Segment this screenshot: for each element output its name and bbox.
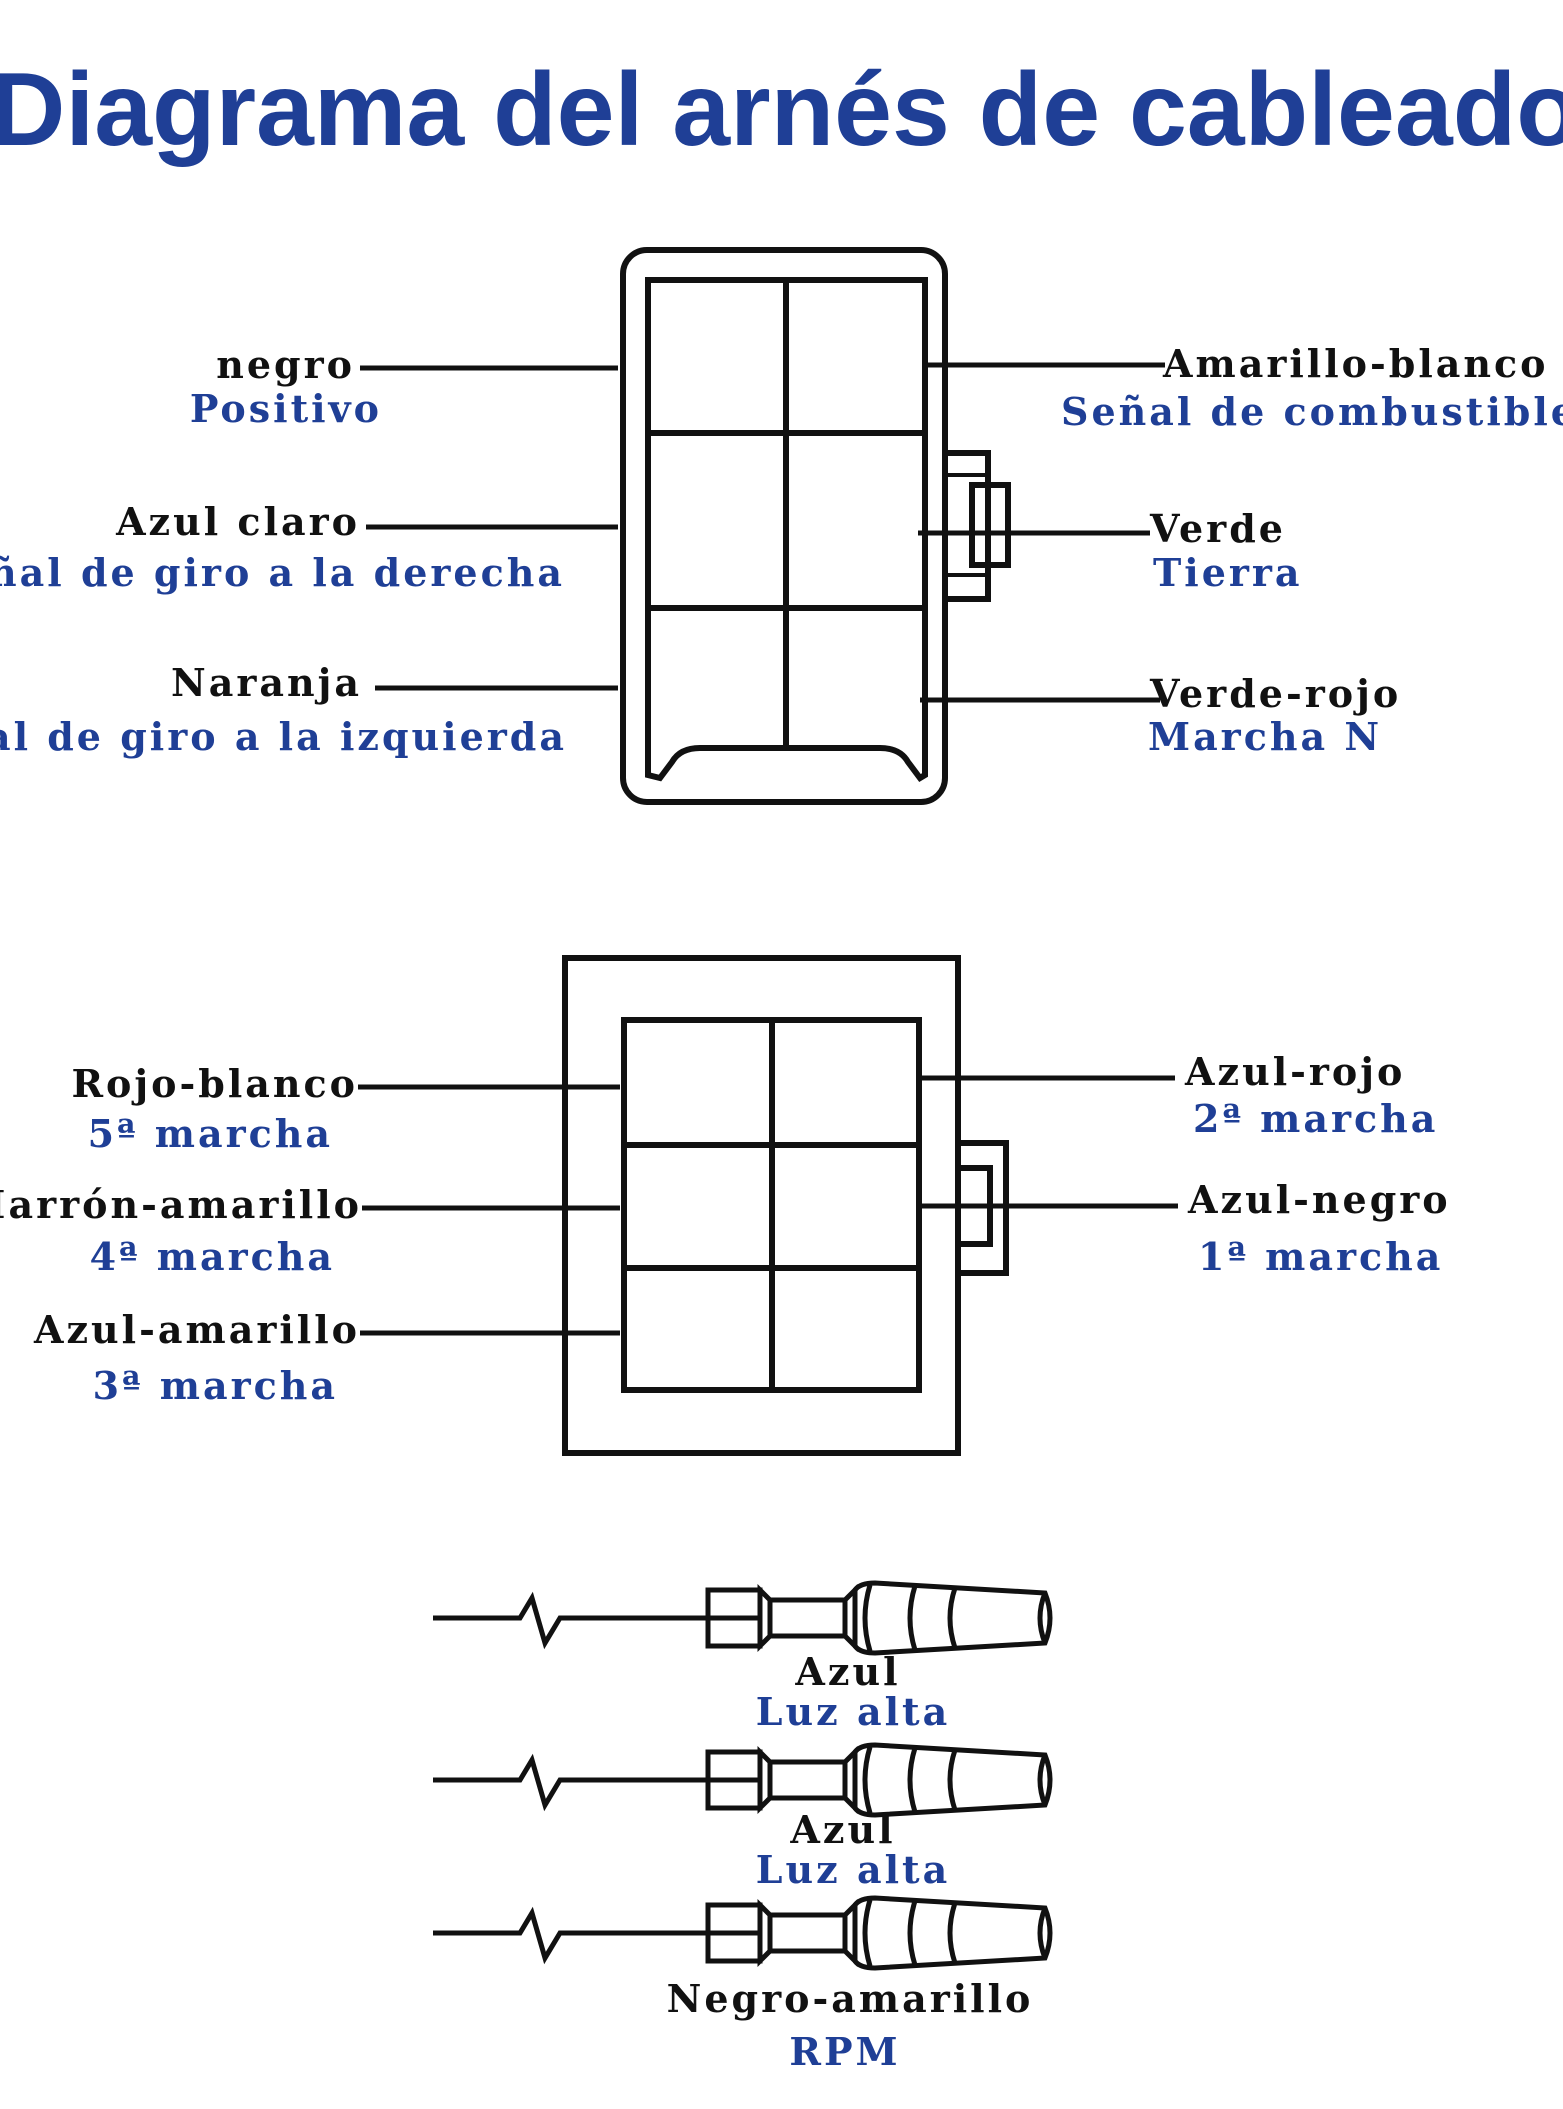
- function-label: Señal de giro a la izquierda: [0, 714, 567, 759]
- bullet-connector-1: Azul Luz alta: [433, 1583, 1050, 1734]
- page-title: Diagrama del arnés de cableado: [0, 52, 1563, 168]
- wire-label: Amarillo-blanco: [1162, 341, 1549, 386]
- wire-label: Verde-rojo: [1149, 671, 1401, 716]
- function-label: Señal de combustible: [1061, 389, 1563, 434]
- wire-label: Azul-rojo: [1184, 1049, 1405, 1094]
- function-label: 2ª marcha: [1193, 1096, 1438, 1141]
- wire-label: Naranja: [171, 660, 362, 705]
- wire-label: Azul: [794, 1649, 900, 1694]
- function-label: Tierra: [1153, 550, 1303, 595]
- bullet-connector-3: Negro-amarillo RPM: [433, 1898, 1050, 2074]
- wire-label: Azul-negro: [1187, 1177, 1451, 1222]
- function-label: 1ª marcha: [1198, 1234, 1443, 1279]
- function-label: 5ª marcha: [88, 1111, 333, 1156]
- wire-label: Rojo-blanco: [71, 1061, 358, 1106]
- function-label: 3ª marcha: [93, 1363, 338, 1408]
- function-label: Luz alta: [756, 1847, 950, 1892]
- function-label: Luz alta: [756, 1689, 950, 1734]
- bullet-connector-shape: [433, 1583, 1050, 1653]
- connector-1-latch-outer: [942, 450, 991, 602]
- function-label: Positivo: [190, 386, 382, 431]
- connector-2-leaders: [358, 1075, 1178, 1336]
- function-label: Marcha N: [1148, 714, 1382, 759]
- wire-label: Marrón-amarillo: [0, 1182, 362, 1227]
- bullet-connector-shape: [433, 1898, 1050, 1968]
- wire-label: Azul claro: [115, 499, 360, 544]
- wire-label: Negro-amarillo: [667, 1976, 1034, 2021]
- wire-label: Verde: [1149, 506, 1286, 551]
- connector-1-inner-frame: [645, 277, 928, 782]
- bullet-connector-shape: [433, 1745, 1050, 1815]
- function-label: 4ª marcha: [90, 1234, 335, 1279]
- function-label: Señal de giro a la derecha: [0, 550, 565, 595]
- connector-1-latch-inner: [969, 482, 1011, 568]
- connector-2-labels: Rojo-blanco 5ª marcha Marrón-amarillo 4ª…: [0, 1049, 1451, 1408]
- function-label: RPM: [789, 2029, 900, 2074]
- wire-label: Azul-amarillo: [33, 1307, 360, 1352]
- bullet-connector-2: Azul Luz alta: [433, 1745, 1050, 1892]
- connector-1-labels: negro Positivo Azul claro Señal de giro …: [0, 341, 1563, 759]
- connector-1-leaders: [360, 362, 1165, 703]
- wire-label: Azul: [789, 1807, 895, 1852]
- wire-label: negro: [216, 342, 355, 387]
- connector-1: [620, 247, 1011, 805]
